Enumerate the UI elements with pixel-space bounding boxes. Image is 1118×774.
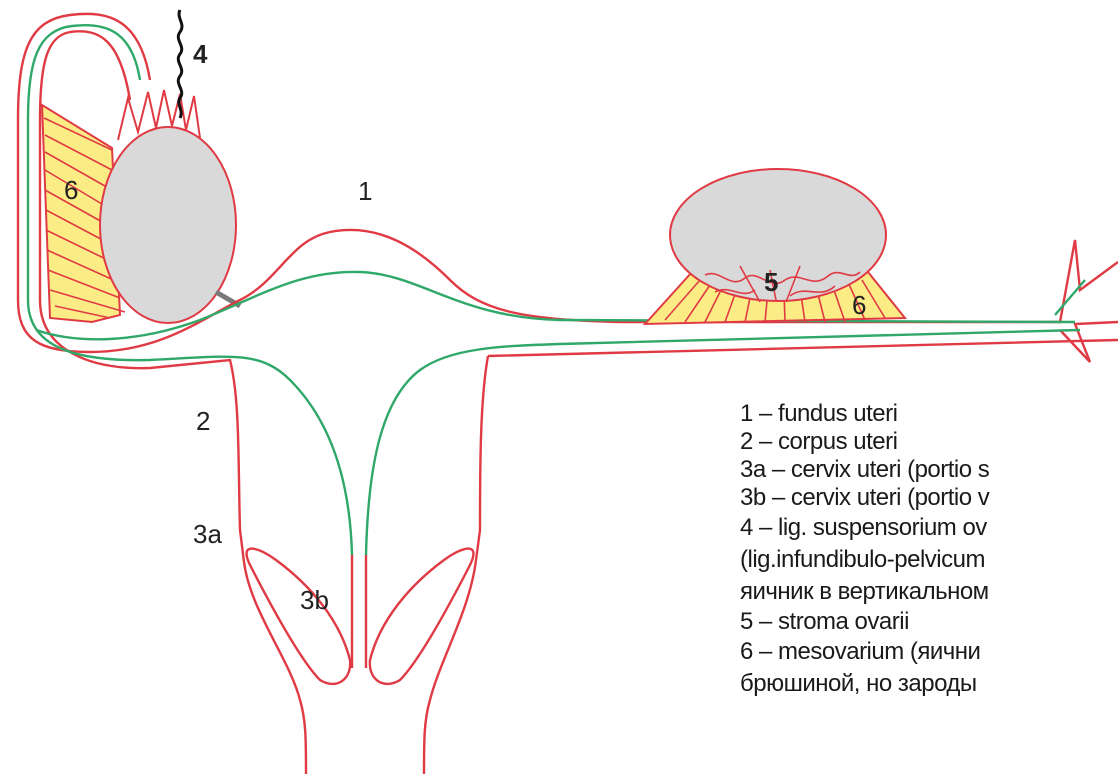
label-mesovarium-right: 6: [852, 290, 866, 320]
cervical-canal: [352, 555, 366, 668]
label-fundus: 1: [358, 176, 372, 206]
label-ligament: 4: [193, 39, 208, 69]
label-corpus: 2: [196, 406, 210, 436]
legend: 1 – fundus uteri 2 – corpus uteri 3a – c…: [740, 400, 1118, 700]
label-cervix-b: 3b: [300, 585, 329, 615]
legend-item-ligament-note: яичник в вертикальном: [740, 576, 1118, 608]
label-stroma: 5: [764, 267, 778, 297]
cervix-lip-right: [370, 549, 474, 684]
label-mesovarium-left: 6: [64, 175, 78, 205]
legend-item-mesovarium: 6 – mesovarium (яични: [740, 636, 1118, 668]
legend-item-corpus: 2 – corpus uteri: [740, 428, 1118, 456]
legend-item-stroma: 5 – stroma ovarii: [740, 608, 1118, 636]
legend-item-cervix-a: 3a – cervix uteri (portio s: [740, 456, 1118, 484]
legend-item-fundus: 1 – fundus uteri: [740, 400, 1118, 428]
label-cervix-a: 3a: [193, 519, 222, 549]
legend-item-ligament: 4 – lig. suspensorium ov: [740, 512, 1118, 544]
legend-item-ligament-alt: (lig.infundibulo-pelvicum: [740, 544, 1118, 576]
legend-item-cervix-b: 3b – cervix uteri (portio v: [740, 484, 1118, 512]
legend-item-mesovarium-note: брюшиной, но зароды: [740, 668, 1118, 700]
